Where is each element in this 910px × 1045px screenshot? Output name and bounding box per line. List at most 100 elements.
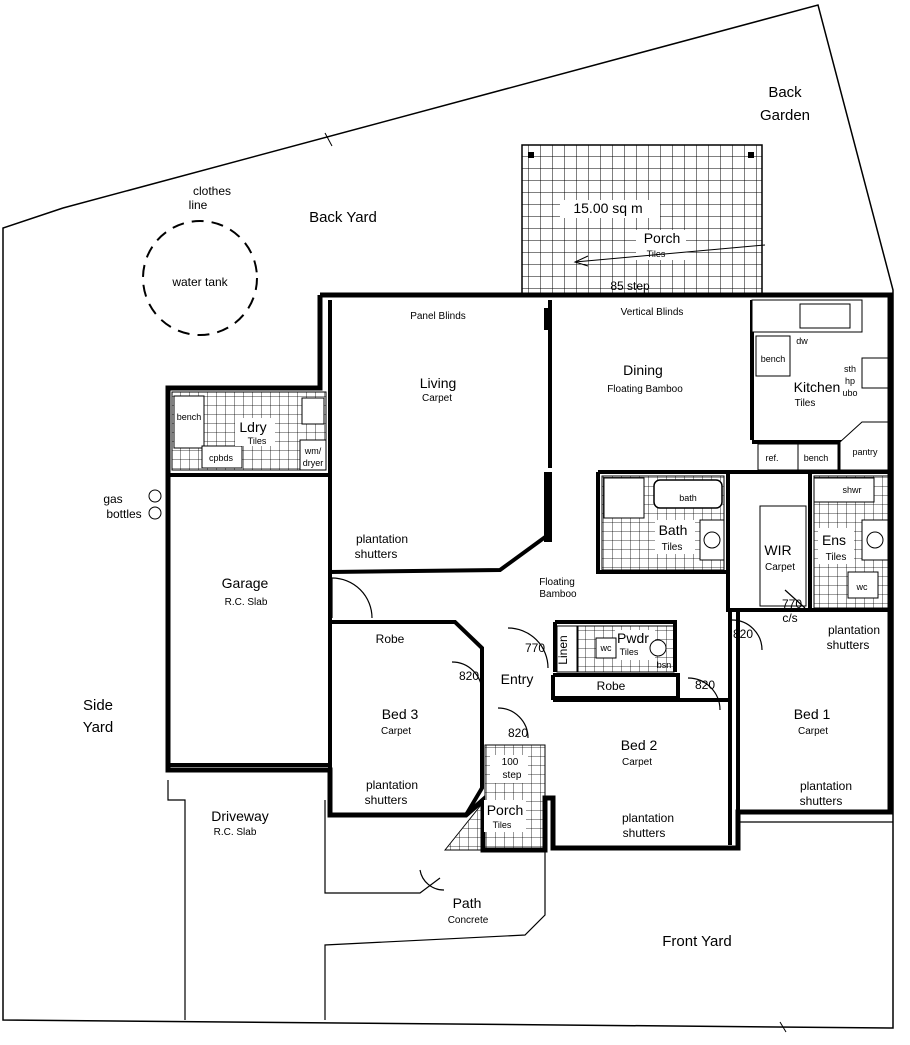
dining-column bbox=[544, 472, 552, 542]
wir-finish-label: Carpet bbox=[765, 562, 795, 573]
powder-basin bbox=[649, 639, 667, 657]
ensuite-vanity bbox=[861, 519, 889, 561]
kitchen-label: Kitchen bbox=[794, 379, 841, 395]
back-porch-label-bg bbox=[560, 200, 660, 218]
external-boundaries bbox=[167, 780, 893, 1020]
porch-fall-arrow-head bbox=[573, 255, 589, 267]
ensuite-wc bbox=[847, 571, 879, 599]
kitchen-sink bbox=[799, 303, 851, 329]
side-yard-label-1: Side bbox=[83, 697, 113, 714]
front-porch-finish-label: Tiles bbox=[493, 820, 512, 830]
wm-label: wm/ bbox=[304, 446, 322, 456]
water-tank-label: water tank bbox=[171, 275, 228, 289]
front-yard-label: Front Yard bbox=[662, 933, 731, 950]
back-porch-label: Porch bbox=[644, 230, 681, 246]
laundry-label-bg bbox=[235, 418, 275, 446]
back-yard-label: Back Yard bbox=[309, 209, 377, 226]
property-tick-mark bbox=[779, 1021, 787, 1033]
front-step-label-1: 100 bbox=[502, 757, 519, 768]
laundry-finish-label: Tiles bbox=[248, 436, 267, 446]
dim-820-label: 820 bbox=[695, 678, 715, 692]
porch-post bbox=[528, 152, 534, 158]
clothes-line-label-1: clothes bbox=[193, 184, 231, 198]
back-garden-label-2: Garden bbox=[760, 107, 810, 124]
bathtub-label: bath bbox=[679, 493, 697, 503]
ubo-label: ubo bbox=[842, 388, 857, 398]
ensuite-shower bbox=[813, 477, 875, 503]
pantry-label: pantry bbox=[852, 447, 878, 457]
gas-bottle bbox=[148, 489, 162, 503]
laundry-label: Ldry bbox=[239, 419, 266, 435]
ensuite-label: Ens bbox=[822, 532, 846, 548]
bed1-shutters-label-1: plantation bbox=[800, 779, 852, 793]
porch-post bbox=[748, 152, 754, 158]
bed2-label: Bed 2 bbox=[621, 737, 658, 753]
back-step-label: 85 step bbox=[610, 279, 650, 293]
back-porch-tiles bbox=[521, 144, 763, 296]
kitchen-fridge bbox=[757, 443, 799, 471]
bath-label-bg bbox=[655, 520, 695, 554]
kitchen-island-bench bbox=[755, 335, 791, 377]
panel-blinds-label: Panel Blinds bbox=[410, 311, 466, 322]
living-column bbox=[544, 308, 552, 330]
fridge-label: ref. bbox=[765, 453, 778, 463]
bed2-shutters-label-1: plantation bbox=[622, 811, 674, 825]
powder-finish-label: Tiles bbox=[620, 647, 639, 657]
ensuite-shutters-label-1: plantation bbox=[828, 623, 880, 637]
path-label: Path bbox=[453, 895, 482, 911]
dishwasher-label: dw bbox=[796, 336, 808, 346]
ensuite-basin bbox=[866, 531, 884, 549]
robe-bed2-label: Robe bbox=[597, 679, 626, 693]
house-outer-wall bbox=[165, 292, 893, 853]
ensuite-label-bg bbox=[818, 528, 854, 564]
laundry-cpbds bbox=[201, 445, 243, 469]
front-porch-tiles-angled bbox=[443, 798, 486, 851]
ensuite-wc-label: wc bbox=[856, 582, 868, 592]
gas-bottles-label-1: gas bbox=[103, 492, 122, 506]
ensuite-finish-label: Tiles bbox=[826, 552, 847, 563]
bed3-label: Bed 3 bbox=[382, 706, 419, 722]
porch-area-label: 15.00 sq m bbox=[573, 200, 642, 216]
hall-finish-label-2: Bamboo bbox=[539, 589, 577, 600]
entry-label: Entry bbox=[501, 671, 534, 687]
kitchen-bench-2-label: bench bbox=[804, 453, 829, 463]
robe-bed3-label: Robe bbox=[376, 632, 405, 646]
back-garden-label-1: Back bbox=[768, 84, 802, 101]
garage-label: Garage bbox=[222, 575, 269, 591]
bath-label: Bath bbox=[659, 522, 688, 538]
bed3-finish-label: Carpet bbox=[381, 726, 411, 737]
linen-label: Linen bbox=[556, 635, 570, 664]
bath-finish-label: Tiles bbox=[662, 542, 683, 553]
powder-wc-label: wc bbox=[600, 643, 612, 653]
vertical-blinds-label: Vertical Blinds bbox=[621, 307, 684, 318]
door-swings bbox=[331, 577, 806, 891]
driveway-label: Driveway bbox=[211, 808, 269, 824]
gas-bottles-label-2: bottles bbox=[106, 507, 141, 521]
powder-wc bbox=[595, 637, 617, 659]
cpbds-label: cpbds bbox=[209, 453, 234, 463]
property-tick-mark bbox=[324, 132, 333, 147]
dryer-label: dryer bbox=[303, 458, 324, 468]
dim-770-cs-label-2: c/s bbox=[782, 611, 797, 625]
front-porch-label-bg bbox=[484, 800, 526, 832]
bed3-shutters-label-1: plantation bbox=[366, 778, 418, 792]
kitchen-pantry bbox=[839, 421, 889, 471]
water-tank-circle bbox=[142, 220, 258, 336]
dim-820-label: 820 bbox=[508, 726, 528, 740]
shower-label: shwr bbox=[842, 485, 861, 495]
dining-finish-label: Floating Bamboo bbox=[607, 384, 683, 395]
hall-finish-label-1: Floating bbox=[539, 577, 575, 588]
living-shutters-label-2: shutters bbox=[355, 547, 398, 561]
dim-820-label: 820 bbox=[459, 669, 479, 683]
wir-label: WIR bbox=[764, 542, 791, 558]
laundry-trough bbox=[301, 397, 325, 425]
hp-label: hp bbox=[845, 376, 855, 386]
back-porch-label-bg bbox=[636, 230, 686, 260]
bath-tub bbox=[653, 479, 723, 509]
dining-room-label: Dining bbox=[623, 362, 663, 378]
kitchen-bench-2 bbox=[797, 443, 839, 471]
kitchen-finish-label: Tiles bbox=[795, 398, 816, 409]
bed1-label: Bed 1 bbox=[794, 706, 831, 722]
kitchen-bench-label: bench bbox=[761, 354, 786, 364]
